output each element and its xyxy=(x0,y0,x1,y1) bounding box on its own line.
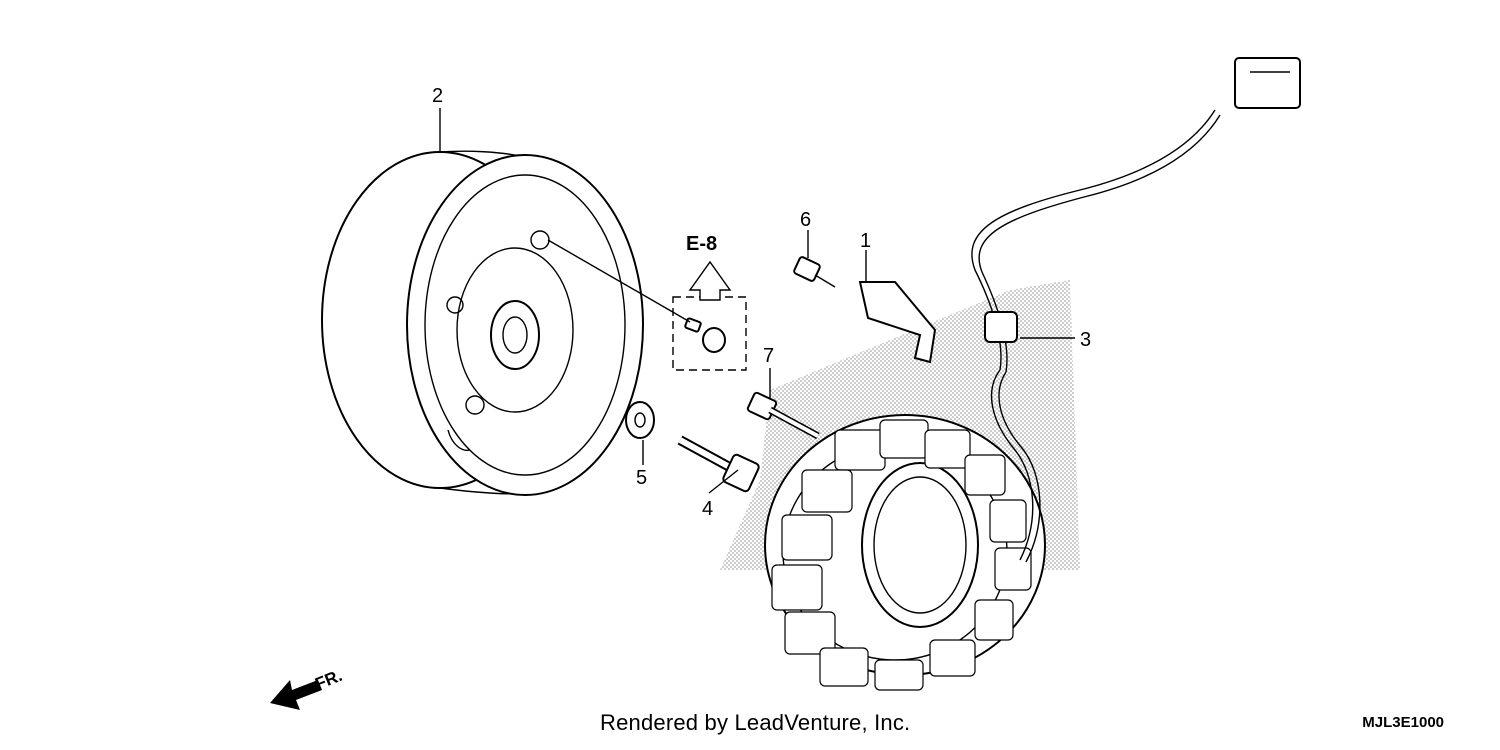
callout-4: 4 xyxy=(702,498,713,520)
render-credit: Rendered by LeadVenture, Inc. xyxy=(600,710,911,735)
bolt-6 xyxy=(793,256,836,288)
reference-box xyxy=(547,239,747,371)
washer-5 xyxy=(625,401,655,439)
front-direction-label: FR. xyxy=(312,666,345,694)
stud-bolt-4 xyxy=(677,435,760,493)
callout-1: 1 xyxy=(860,230,871,252)
callout-3: 3 xyxy=(1080,329,1091,351)
callout-6: 6 xyxy=(800,209,811,231)
front-direction-arrow: FR. xyxy=(270,666,345,710)
leader-lines xyxy=(439,108,1075,494)
callout-7: 7 xyxy=(763,345,774,367)
stator-coil xyxy=(764,414,1046,691)
wire-harness xyxy=(971,57,1301,563)
bracket xyxy=(858,281,937,364)
bolt-7 xyxy=(746,391,820,440)
flywheel xyxy=(321,150,644,496)
callout-5: 5 xyxy=(636,467,647,489)
diagram-code: MJL3E1000 xyxy=(1362,714,1444,731)
callout-2: 2 xyxy=(432,85,443,107)
connector-plug xyxy=(1234,57,1301,109)
reference-label: E-8 xyxy=(686,233,717,255)
